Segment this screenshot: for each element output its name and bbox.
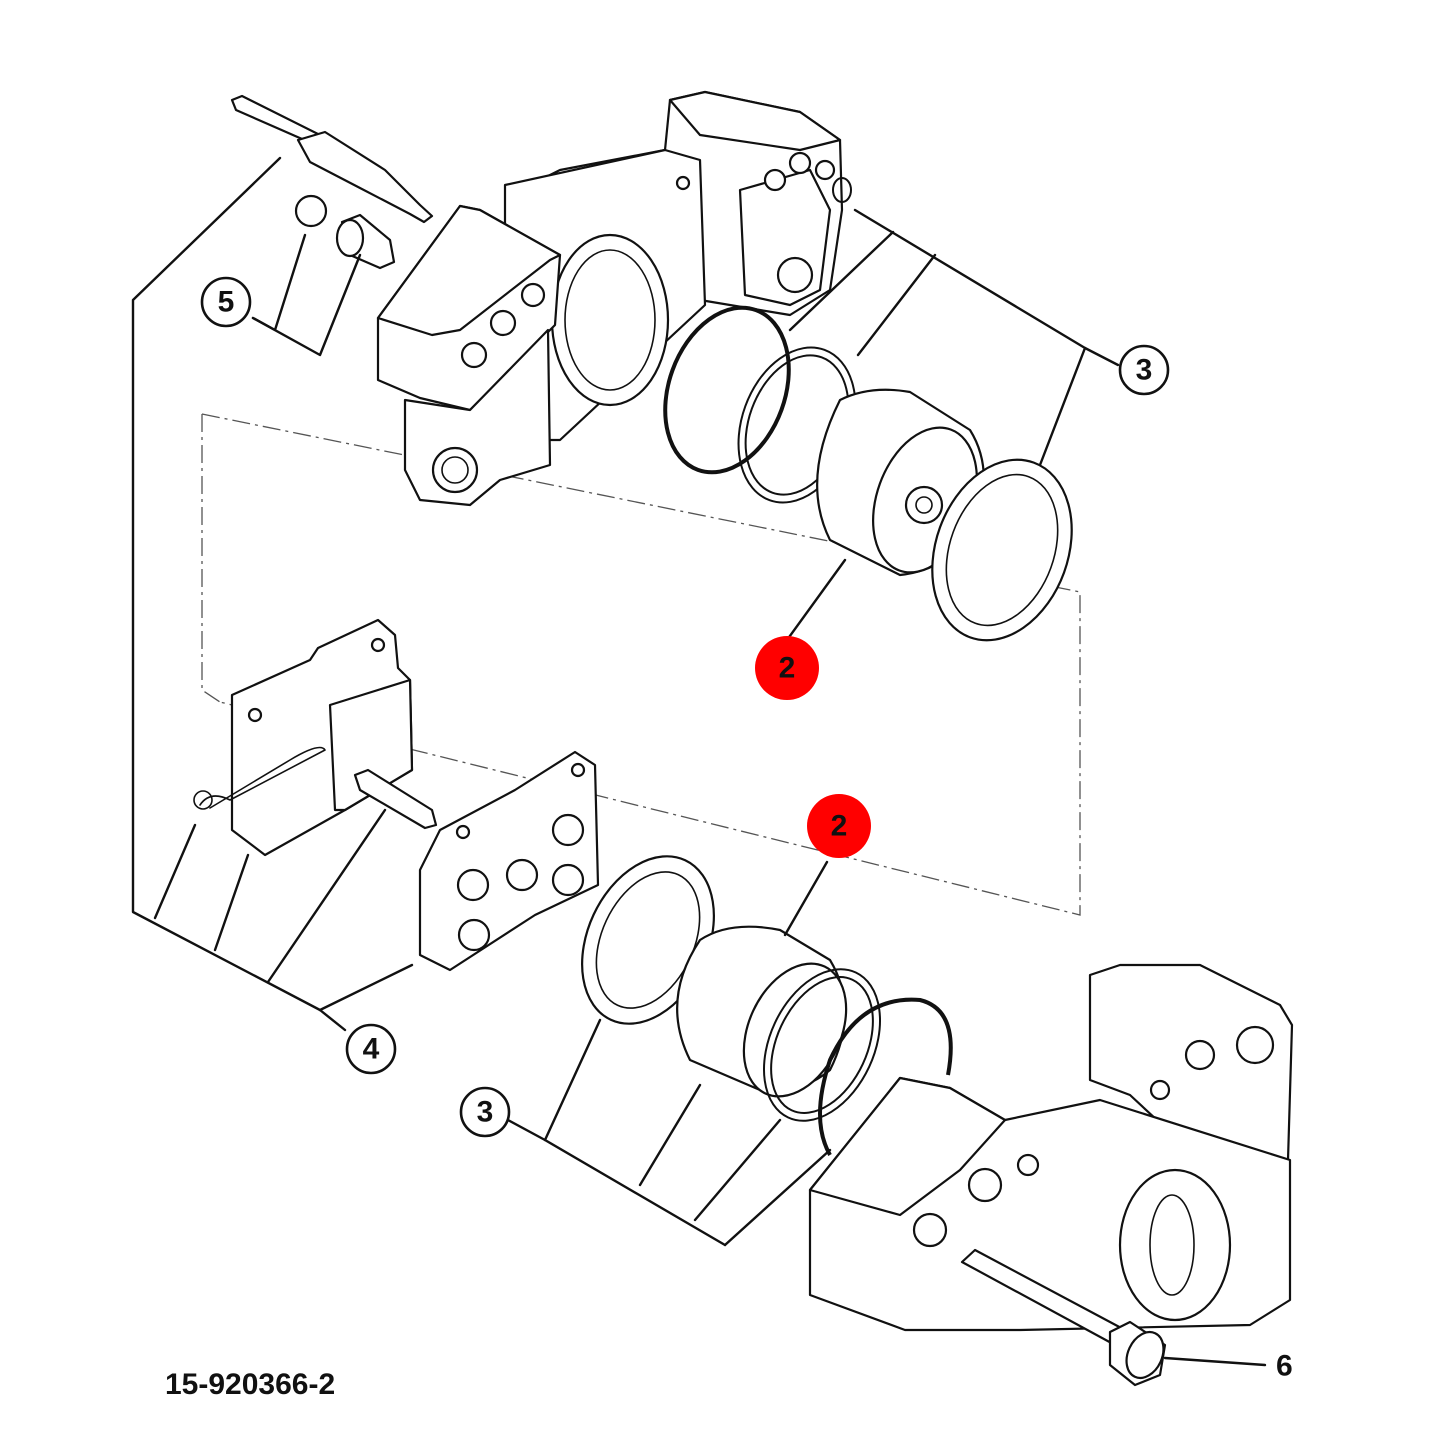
highlight-dot <box>807 794 871 858</box>
callout-2-upper: 2 <box>755 636 819 700</box>
brake-pads <box>193 618 600 972</box>
callout-6-label: 6 <box>1276 1350 1293 1383</box>
callout-3-upper-label: 3 <box>1136 354 1153 387</box>
callout-2-upper-label: 2 <box>779 652 796 685</box>
caliper-bolt <box>960 1248 1167 1387</box>
highlight-dot <box>755 636 819 700</box>
leader-lines <box>131 156 1267 1367</box>
upper-caliper-body <box>376 90 844 507</box>
callout-5: 5 <box>200 276 252 328</box>
callout-4: 4 <box>345 1023 397 1075</box>
callout-5-label: 5 <box>218 286 235 319</box>
callout-2-lower: 2 <box>807 794 871 858</box>
callout-2-lower-label: 2 <box>831 810 848 843</box>
callout-3-upper: 3 <box>1118 344 1170 396</box>
lower-caliper-body <box>808 963 1294 1332</box>
callout-4-label: 4 <box>363 1033 380 1066</box>
callout-3-lower-label: 3 <box>477 1096 494 1129</box>
upper-piston-set <box>663 177 1073 642</box>
drawing-reference-number: 15-920366-2 <box>165 1368 335 1401</box>
callout-3-lower: 3 <box>459 1086 511 1138</box>
bleed-nipple-and-pin <box>230 94 434 270</box>
lower-piston-set <box>581 855 953 1156</box>
assembly-boundary-dashed-2 <box>201 413 1081 916</box>
assembly-boundary-dashed <box>201 414 221 703</box>
